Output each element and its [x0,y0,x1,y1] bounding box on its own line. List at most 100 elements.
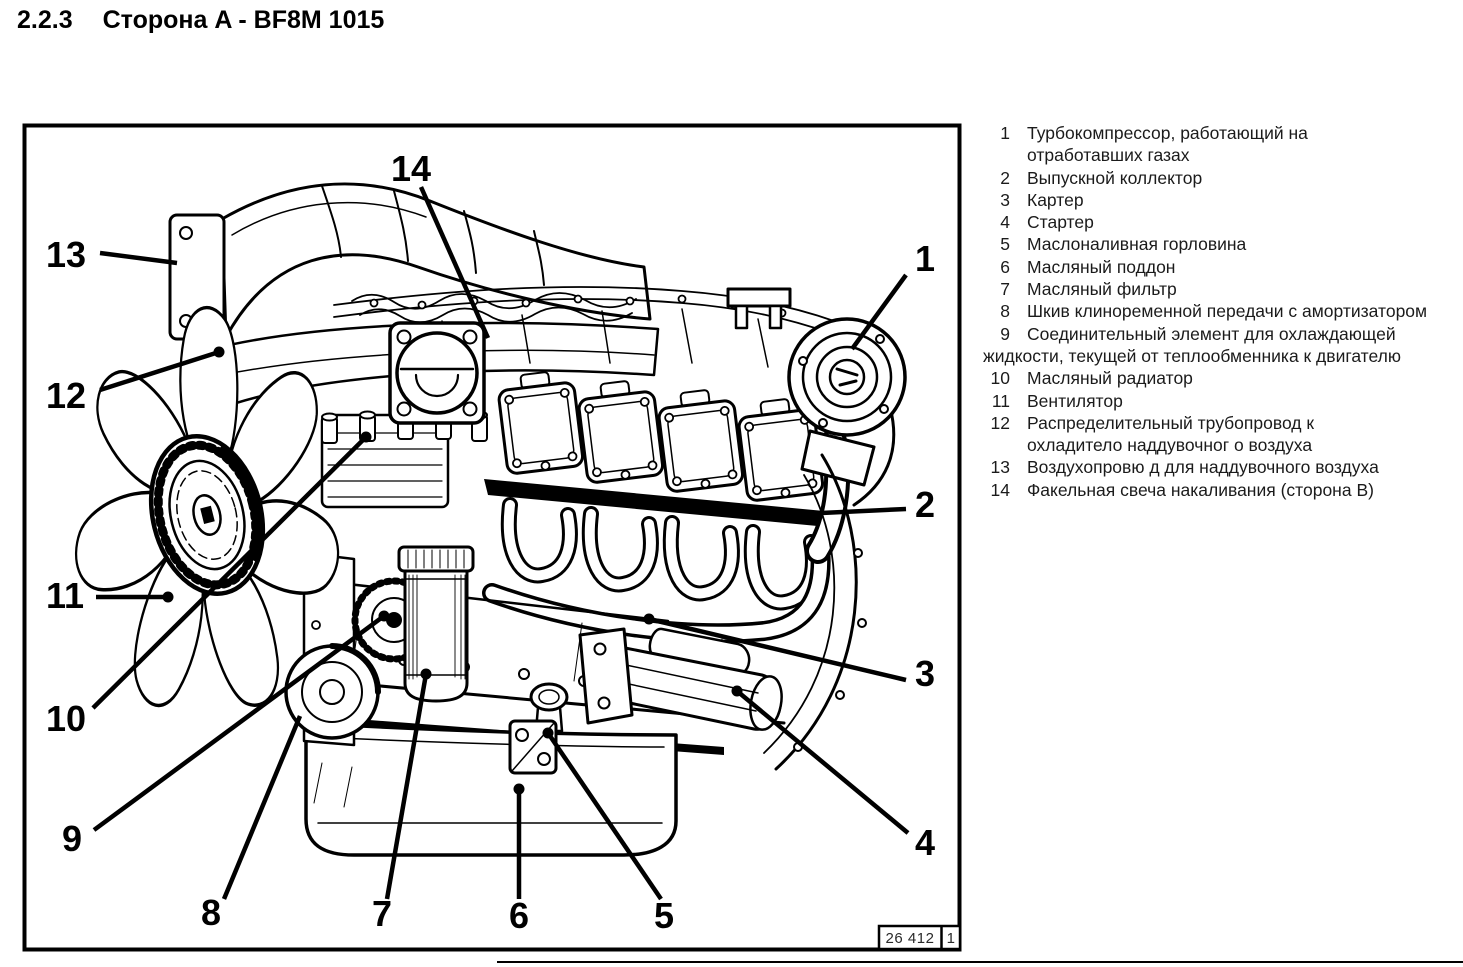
callout-leader-line [735,689,910,835]
fan [75,305,340,708]
legend-item-number: 1 [1000,123,1010,143]
legend-item: 14 Факельная свеча накаливания (сторона В… [983,479,1461,501]
crank-pulley [284,643,381,740]
legend-item: 11 Вентилятор [983,390,1461,412]
callout-number: 3 [915,653,935,694]
legend-line: Соединительный элемент для охлаждающей [1027,323,1396,344]
callout-number: 11 [46,575,84,616]
legend-item-number: 6 [1000,256,1010,277]
section-number: 2.2.3 [17,6,73,34]
exhaust-manifold [482,497,831,644]
air-duct [168,182,652,341]
legend-item-text: Стартер [1027,211,1094,233]
legend-item-text: Соединительный элемент для охлаждающей [1027,323,1396,345]
legend-item: 10 Масляный радиатор [983,367,1461,389]
legend-item-text: Вентилятор [1027,390,1123,412]
oil-cooler [283,408,488,509]
legend-line: Турбокомпрессор, работающий на [1027,123,1308,143]
legend-line: Факельная свеча накаливания (сторона В) [1027,479,1374,500]
lifting-bracket [726,287,792,330]
callout-leader-line [648,616,907,683]
legend-item-number: 10 [990,368,1010,389]
legend-item-text: Масляный поддон [1027,256,1175,278]
callout-dot [513,783,525,795]
callout-number: 10 [46,698,86,739]
legend-item: 2 Выпускной коллектор [983,167,1461,189]
callout-number: 9 [62,818,82,859]
legend-item: 3 Картер [983,189,1461,211]
head-shadow [484,479,828,527]
legend-item-number: 8 [1000,301,1010,322]
legend-line: Масляный поддон [1027,256,1176,277]
callout-number: 5 [654,895,674,936]
engine-illustration [75,182,907,857]
legend-line: Масляный радиатор [1027,368,1193,389]
legend-line: Картер [1027,189,1084,210]
callout-dot [773,509,785,521]
legend-item: 8 Шкив клиноременной передачи с амортизат… [983,300,1461,322]
legend-item-number: 5 [1000,234,1010,255]
figure-frame [22,123,962,952]
fan-blades [75,305,340,708]
legend-item-number: 12 [990,412,1010,433]
legend-line: Распределительный трубопровод к [1027,412,1315,433]
callout-leader-line [384,673,429,900]
valve-covers [497,371,825,502]
legend-line: отработавших газах [1027,145,1190,166]
callout-dot [360,431,372,443]
callout-leader-line [546,731,663,901]
legend-item-number: 3 [1000,189,1010,210]
figure-sheet: 1 [947,930,956,947]
legend-item: 13 Воздухопровю д для наддувочного воздух… [983,456,1461,478]
oil-pan [304,721,678,857]
legend-item-number: 2 [1000,167,1010,188]
legend-item: 5 Маслоналивная горловина [983,233,1461,255]
callout-leader-line [418,186,491,339]
callout-number: 7 [372,893,392,934]
figure-number-box: 26 412 1 [877,924,962,951]
legend-item-text: Факельная свеча накаливания (сторона В) [1027,479,1374,501]
footer-rule [497,961,1463,963]
turbocharger [787,317,907,564]
legend-line: Вентилятор [1027,390,1123,411]
legend-line: Стартер [1027,212,1094,233]
legend-item-text: Масляный фильтр [1027,278,1177,300]
callout-leader-line [778,506,907,518]
callout-dot [731,685,743,697]
legend-item: 7 Масляный фильтр [983,278,1461,300]
callout-dot [162,591,174,603]
legend-continuation-line: жидкости, текущей от теплообменника к дв… [983,345,1401,366]
legend-line: Выпускной коллектор [1027,167,1203,188]
legend-item-text: Картер [1027,189,1084,211]
legend-item: 6 Масляный поддон [983,256,1461,278]
callout-number: 1 [915,238,935,279]
callout-number: 4 [915,822,935,863]
callout-leader-line [221,715,303,900]
legend-item: 9 Соединительный элемент для охлаждающей [983,323,1461,345]
legend-item-text: Воздухопровю д для наддувочного воздуха [1027,456,1379,478]
legend-item-number: 13 [990,457,1010,478]
callout-dot [378,610,390,622]
figure-code: 26 412 [886,930,935,947]
legend-item-number: 4 [1000,212,1010,233]
callout-dot [542,727,554,739]
legend-item-number: 14 [990,479,1010,500]
legend-line: охладитело наддувочног о воздуха [1027,435,1313,456]
oil-filter [397,545,475,703]
legend-item-text: Маслоналивная горловина [1027,233,1246,255]
legend-item-number: 11 [991,390,1010,411]
legend-item: 4 Стартер [983,211,1461,233]
callout-number: 13 [46,234,86,275]
callout-leader-line [92,614,386,832]
legend-item-text: Выпускной коллектор [1027,167,1202,189]
legend-item-text: Масляный радиатор [1027,367,1193,389]
legend-item-number: 7 [1000,279,1010,300]
legend-line: Шкив клиноременной передачи с амортизато… [1027,301,1428,322]
callout-number: 8 [201,892,221,933]
legend-item-number: 9 [1000,323,1010,344]
